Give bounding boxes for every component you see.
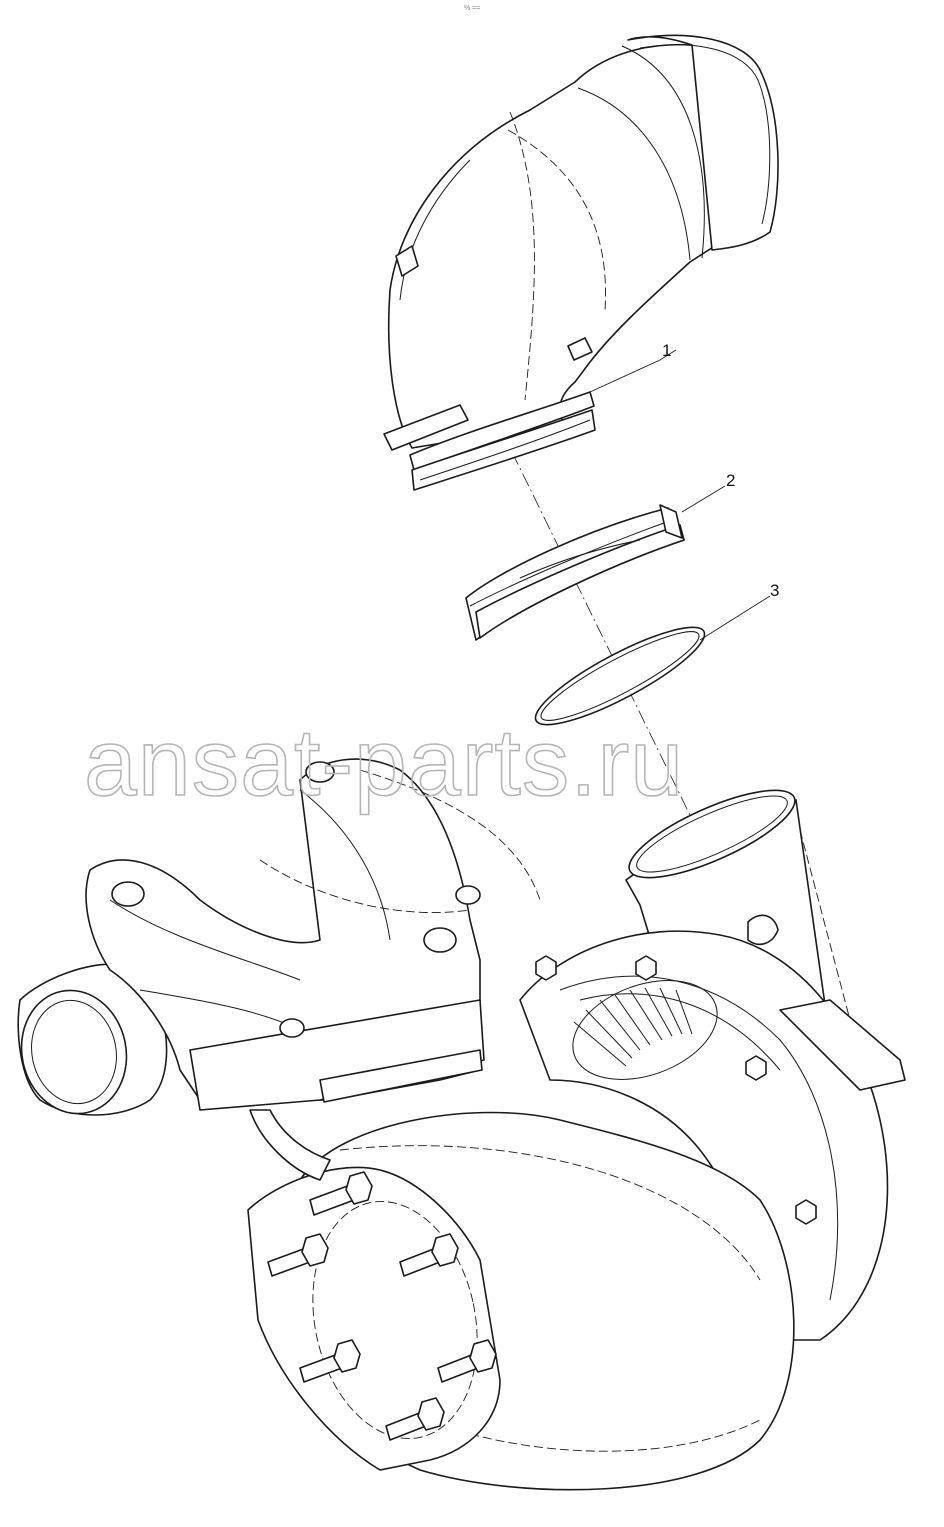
callout-label-2: 2 [726,471,735,490]
turbocharger-assembly [247,789,906,1491]
sealing-ring: 3 [534,581,779,726]
page-marker: % == [464,5,480,12]
callout-label-1: 1 [662,341,671,360]
flange-studs [267,1171,497,1441]
clamp-band: 2 [465,471,735,641]
intake-elbow-pipe: 1 [383,34,779,491]
callout-label-3: 3 [770,581,779,600]
impeller-fins [572,980,718,1080]
housing-bolts [535,955,817,1225]
watermark-text: ansat-parts.ru [84,710,684,816]
exhaust-manifold [17,758,541,1181]
